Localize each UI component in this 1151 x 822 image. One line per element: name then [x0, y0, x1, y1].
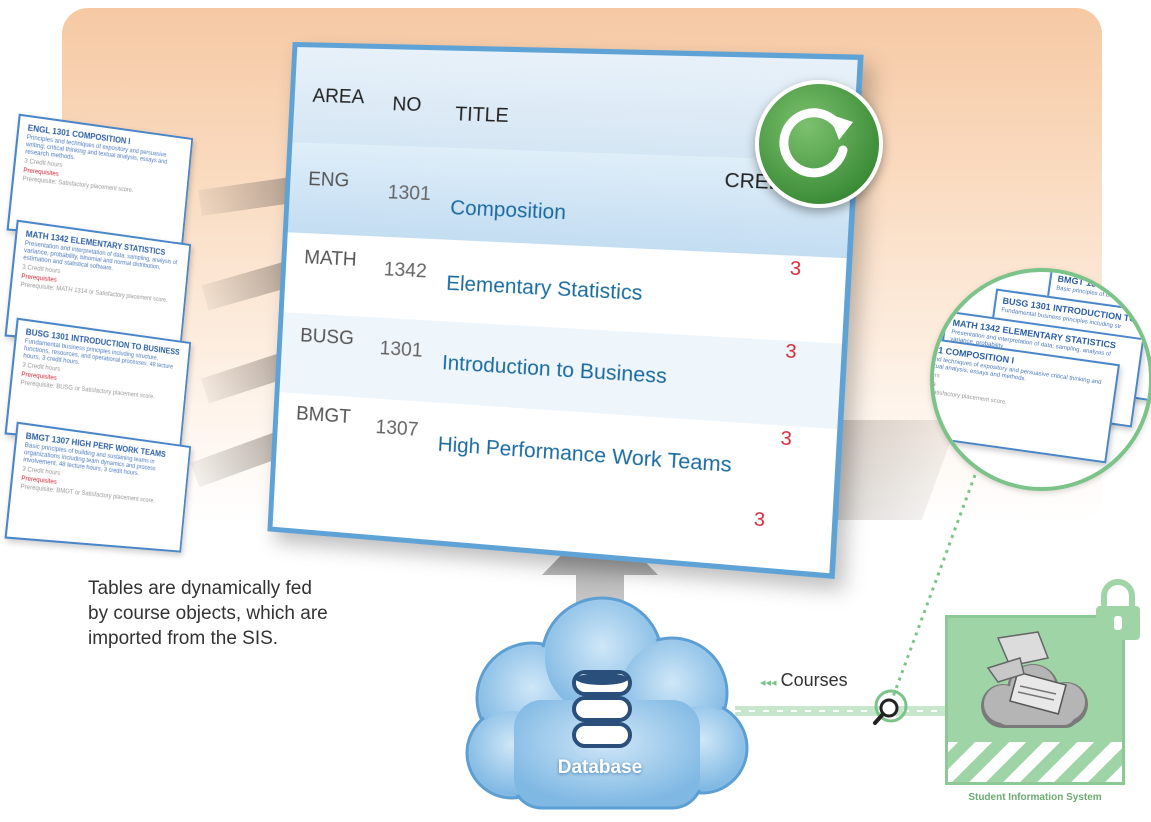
cell-credits: 3: [784, 340, 798, 363]
zoom-circle: BMGT 1307 HIGH Basic principles of build…: [930, 268, 1151, 491]
refresh-icon: [779, 108, 853, 178]
database-label: Database: [557, 757, 643, 778]
magnifier-icon[interactable]: [865, 686, 913, 734]
cell-title: Composition: [449, 196, 567, 225]
caption-line: Tables are dynamically fed: [88, 578, 312, 599]
cell-title: High Performance Work Teams: [437, 433, 733, 478]
cell-credits: 3: [780, 427, 793, 450]
cell-area: ENG: [307, 168, 350, 192]
caption-line: imported from the SIS.: [88, 628, 279, 649]
cell-title: Elementary Statistics: [445, 272, 643, 306]
caption-line: by course objects, which are: [88, 603, 328, 624]
cell-area: MATH: [303, 247, 358, 271]
cell-credits: 3: [789, 257, 802, 280]
courses-label: ◂◂◂Courses: [760, 670, 848, 691]
header-title: TITLE: [454, 103, 510, 128]
leader-line: [888, 474, 977, 706]
sis-cloud-icon: [981, 631, 1088, 728]
courses-text: Courses: [780, 670, 848, 690]
refresh-button[interactable]: [755, 80, 883, 208]
cell-title: Introduction to Business: [441, 351, 668, 389]
course-card[interactable]: BMGT 1307 HIGH PERF WORK TEAMS Basic pri…: [4, 421, 192, 553]
cell-no: 1301: [387, 182, 432, 206]
header-area: AREA: [312, 85, 365, 109]
cell-area: BUSG: [299, 325, 355, 350]
sis-stripes: [948, 742, 1122, 782]
cell-credits: 3: [753, 508, 766, 531]
cell-area: BMGT: [295, 403, 352, 429]
header-no: NO: [391, 93, 422, 117]
courses-arrows: ◂◂◂: [760, 677, 777, 689]
cell-no: 1301: [379, 337, 424, 362]
cell-no: 1307: [374, 416, 419, 442]
lock-icon: [1096, 579, 1140, 640]
student-information-system[interactable]: [945, 615, 1125, 785]
caption-text: Tables are dynamically fed by course obj…: [88, 576, 408, 651]
sis-label: Student Information System: [968, 792, 1102, 803]
database-icon: [572, 670, 632, 748]
courses-flow-line: [735, 706, 950, 716]
cell-no: 1342: [383, 259, 428, 283]
